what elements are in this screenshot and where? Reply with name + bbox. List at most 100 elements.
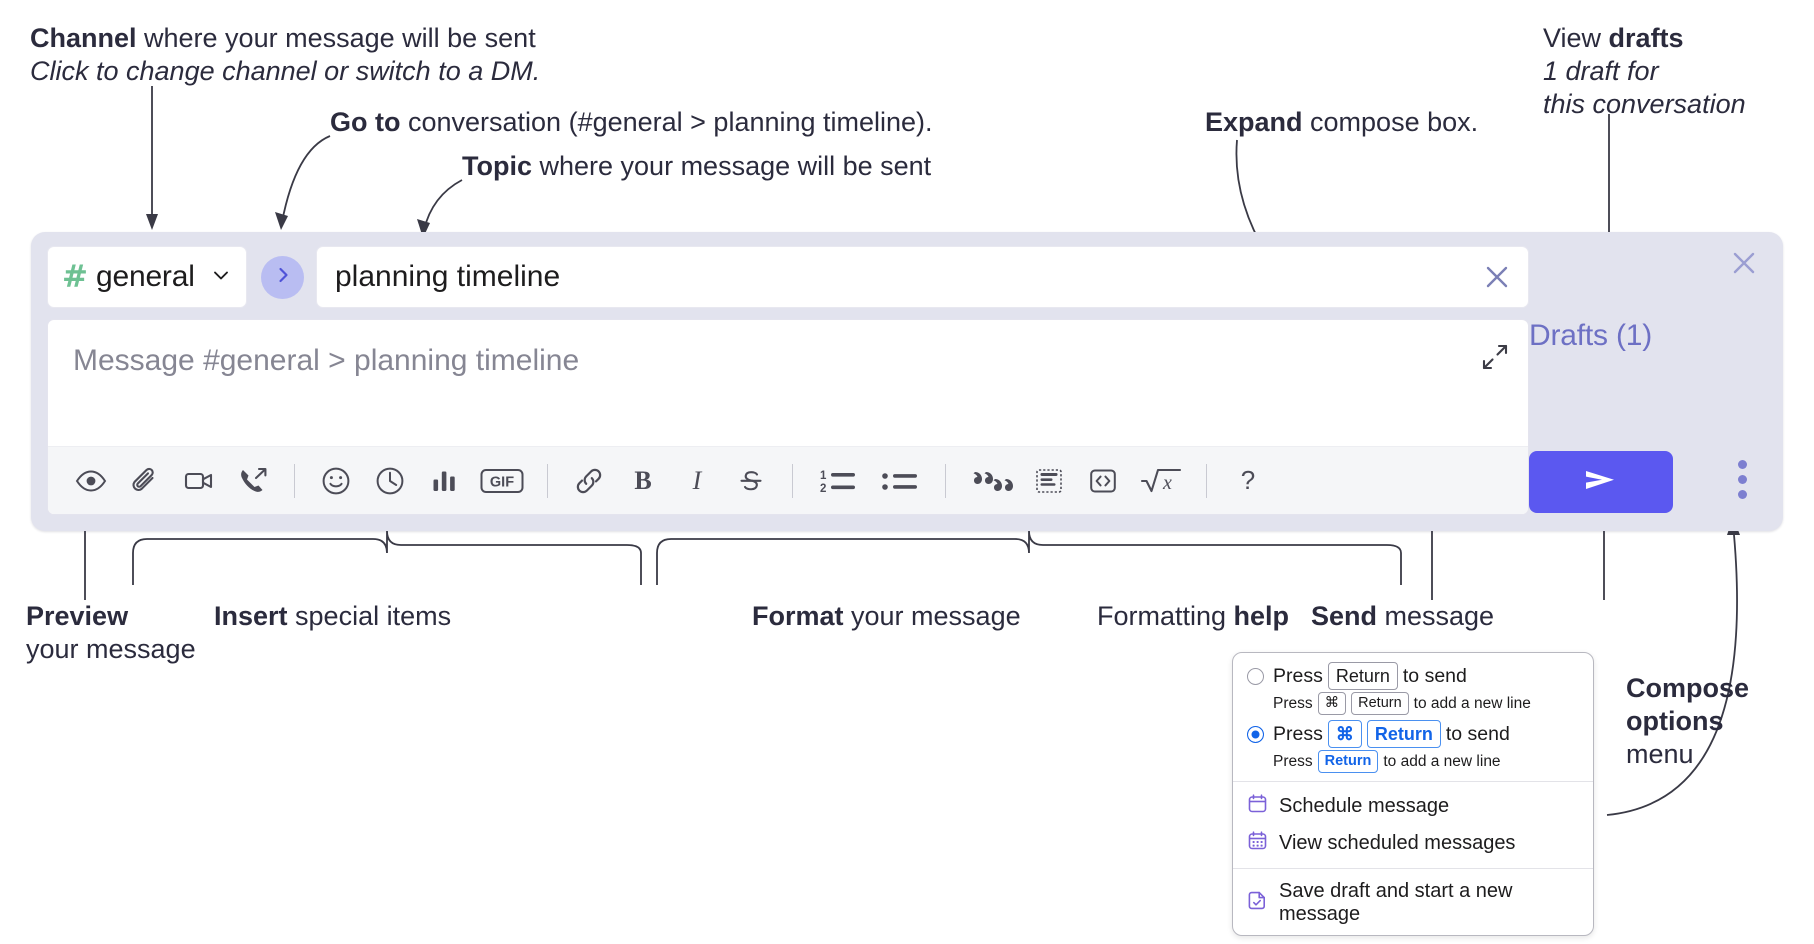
anno-send-bold: Send <box>1311 601 1378 631</box>
latex-icon[interactable]: x <box>1130 454 1192 508</box>
menu-item-save-draft[interactable]: Save draft and start a new message <box>1233 875 1593 931</box>
channel-selector-button[interactable]: # general <box>47 246 247 308</box>
message-input-area[interactable]: Message #general > planning timeline <box>47 319 1529 515</box>
svg-text:B: B <box>634 466 651 495</box>
option1-subtext: Press ⌘ Return to add a new line <box>1233 691 1593 717</box>
anno-goto: Go to conversation (#general > planning … <box>330 106 933 139</box>
ordered-list-icon[interactable]: 1 2 <box>807 454 869 508</box>
compose-options-button[interactable] <box>1738 460 1747 499</box>
anno-channel-italic: Click to change channel or switch to a D… <box>30 55 541 86</box>
menu-divider <box>1233 868 1593 870</box>
anno-compose-options-line2: options <box>1626 705 1724 736</box>
bold-icon[interactable]: B <box>616 454 670 508</box>
anno-channel-bold: Channel <box>30 23 137 53</box>
italic-icon[interactable]: I <box>670 454 724 508</box>
menu-item-schedule-message[interactable]: Schedule message <box>1233 788 1593 825</box>
option1-sub-press: Press <box>1273 694 1313 712</box>
anno-channel: Channel where your message will be sent … <box>30 22 540 88</box>
strikethrough-icon[interactable] <box>724 454 778 508</box>
option2-sub-suffix: to add a new line <box>1383 752 1501 770</box>
anno-compose-options-line1: Compose <box>1626 673 1750 703</box>
calendar-grid-icon <box>1247 830 1268 857</box>
channel-name-label: general <box>95 260 195 293</box>
toolbar-separator <box>945 463 946 498</box>
toolbar-separator <box>547 463 548 498</box>
link-icon[interactable] <box>562 454 616 508</box>
close-icon[interactable] <box>1727 246 1761 285</box>
anno-drafts: View drafts 1 draft for this conversatio… <box>1543 22 1746 121</box>
anno-send-rest: message <box>1377 601 1495 631</box>
option1-key-return: Return <box>1327 662 1398 691</box>
clock-icon[interactable] <box>363 454 417 508</box>
chevron-right-icon <box>273 265 293 290</box>
topic-input[interactable]: planning timeline <box>316 246 1529 308</box>
menu-item-label: Schedule message <box>1279 795 1450 818</box>
radio-selected-icon[interactable] <box>1247 725 1264 743</box>
toolbar-separator <box>294 463 295 498</box>
anno-channel-rest: where your message will be sent <box>136 23 536 53</box>
poll-icon[interactable] <box>417 454 471 508</box>
code-icon[interactable] <box>1076 454 1130 508</box>
anno-drafts-italic2: this conversation <box>1543 88 1746 119</box>
svg-text:?: ? <box>1241 465 1255 495</box>
anno-topic-rest: where your message will be sent <box>532 151 932 181</box>
anno-format-rest: your message <box>843 601 1021 631</box>
svg-text:GIF: GIF <box>490 474 514 490</box>
anno-send: Send message <box>1311 600 1494 633</box>
anno-topic-bold: Topic <box>462 151 532 181</box>
anno-help: Formatting help <box>1097 600 1289 633</box>
emoji-icon[interactable] <box>309 454 363 508</box>
compose-box: # general planning timeline <box>31 232 1783 531</box>
help-icon[interactable]: ? <box>1221 454 1275 508</box>
anno-goto-rest: conversation (#general > planning timeli… <box>400 107 933 137</box>
anno-compose-options: Compose options menu <box>1626 672 1749 771</box>
calendar-icon <box>1247 793 1268 820</box>
anno-preview: Preview your message <box>26 600 196 666</box>
kebab-dot <box>1738 475 1747 484</box>
option1-press: Press <box>1273 664 1323 687</box>
menu-item-label: View scheduled messages <box>1279 832 1516 855</box>
anno-insert-rest: special items <box>287 601 452 631</box>
menu-item-label: Save draft and start a new message <box>1279 880 1513 926</box>
send-button[interactable] <box>1529 451 1673 513</box>
anno-goto-bold: Go to <box>330 107 401 137</box>
anno-drafts-italic1: 1 draft for <box>1543 55 1659 86</box>
option2-subtext: Press Return to add a new line <box>1233 749 1593 775</box>
anno-insert: Insert special items <box>214 600 451 633</box>
menu-option-cmd-return-to-send[interactable]: Press ⌘ Return to send <box>1233 717 1593 749</box>
expand-compose-icon[interactable] <box>1480 342 1510 377</box>
huddle-icon[interactable] <box>226 454 280 508</box>
radio-unselected-icon[interactable] <box>1247 667 1264 685</box>
bulleted-list-icon[interactable] <box>869 454 931 508</box>
anno-format-bold: Format <box>752 601 844 631</box>
anno-help-bold: help <box>1233 601 1290 631</box>
drafts-link[interactable]: Drafts (1) <box>1529 319 1653 352</box>
option2-key-cmd: ⌘ <box>1327 720 1362 749</box>
option2-sub-key-return: Return <box>1317 750 1379 774</box>
anno-preview-line2: your message <box>26 633 196 664</box>
gif-icon[interactable]: GIF <box>471 454 533 508</box>
toolbar-separator <box>1206 463 1207 498</box>
blockquote-icon[interactable] <box>960 454 1022 508</box>
option1-sub-key-return: Return <box>1351 692 1409 716</box>
menu-option-return-to-send[interactable]: Press Return to send <box>1233 659 1593 691</box>
menu-divider <box>1233 781 1593 783</box>
kebab-dot <box>1738 490 1747 499</box>
code-block-icon[interactable] <box>1022 454 1076 508</box>
video-icon[interactable] <box>172 454 226 508</box>
clear-topic-icon[interactable] <box>1480 260 1514 294</box>
compose-header-row: # general planning timeline <box>47 246 1529 308</box>
hash-icon: # <box>62 258 88 295</box>
svg-text:I: I <box>692 466 703 495</box>
compose-side-panel: Drafts (1) <box>1513 232 1783 531</box>
option1-sub-suffix: to add a new line <box>1413 694 1531 712</box>
svg-text:1: 1 <box>820 470 827 482</box>
topic-value: planning timeline <box>335 260 561 293</box>
goto-conversation-button[interactable] <box>261 255 304 299</box>
option1-text: Press Return to send <box>1273 662 1467 691</box>
attachment-icon[interactable] <box>118 454 172 508</box>
menu-item-view-scheduled-messages[interactable]: View scheduled messages <box>1233 825 1593 862</box>
draft-check-icon <box>1247 890 1268 917</box>
anno-compose-options-line3: menu <box>1626 738 1694 769</box>
preview-icon[interactable] <box>64 454 118 508</box>
